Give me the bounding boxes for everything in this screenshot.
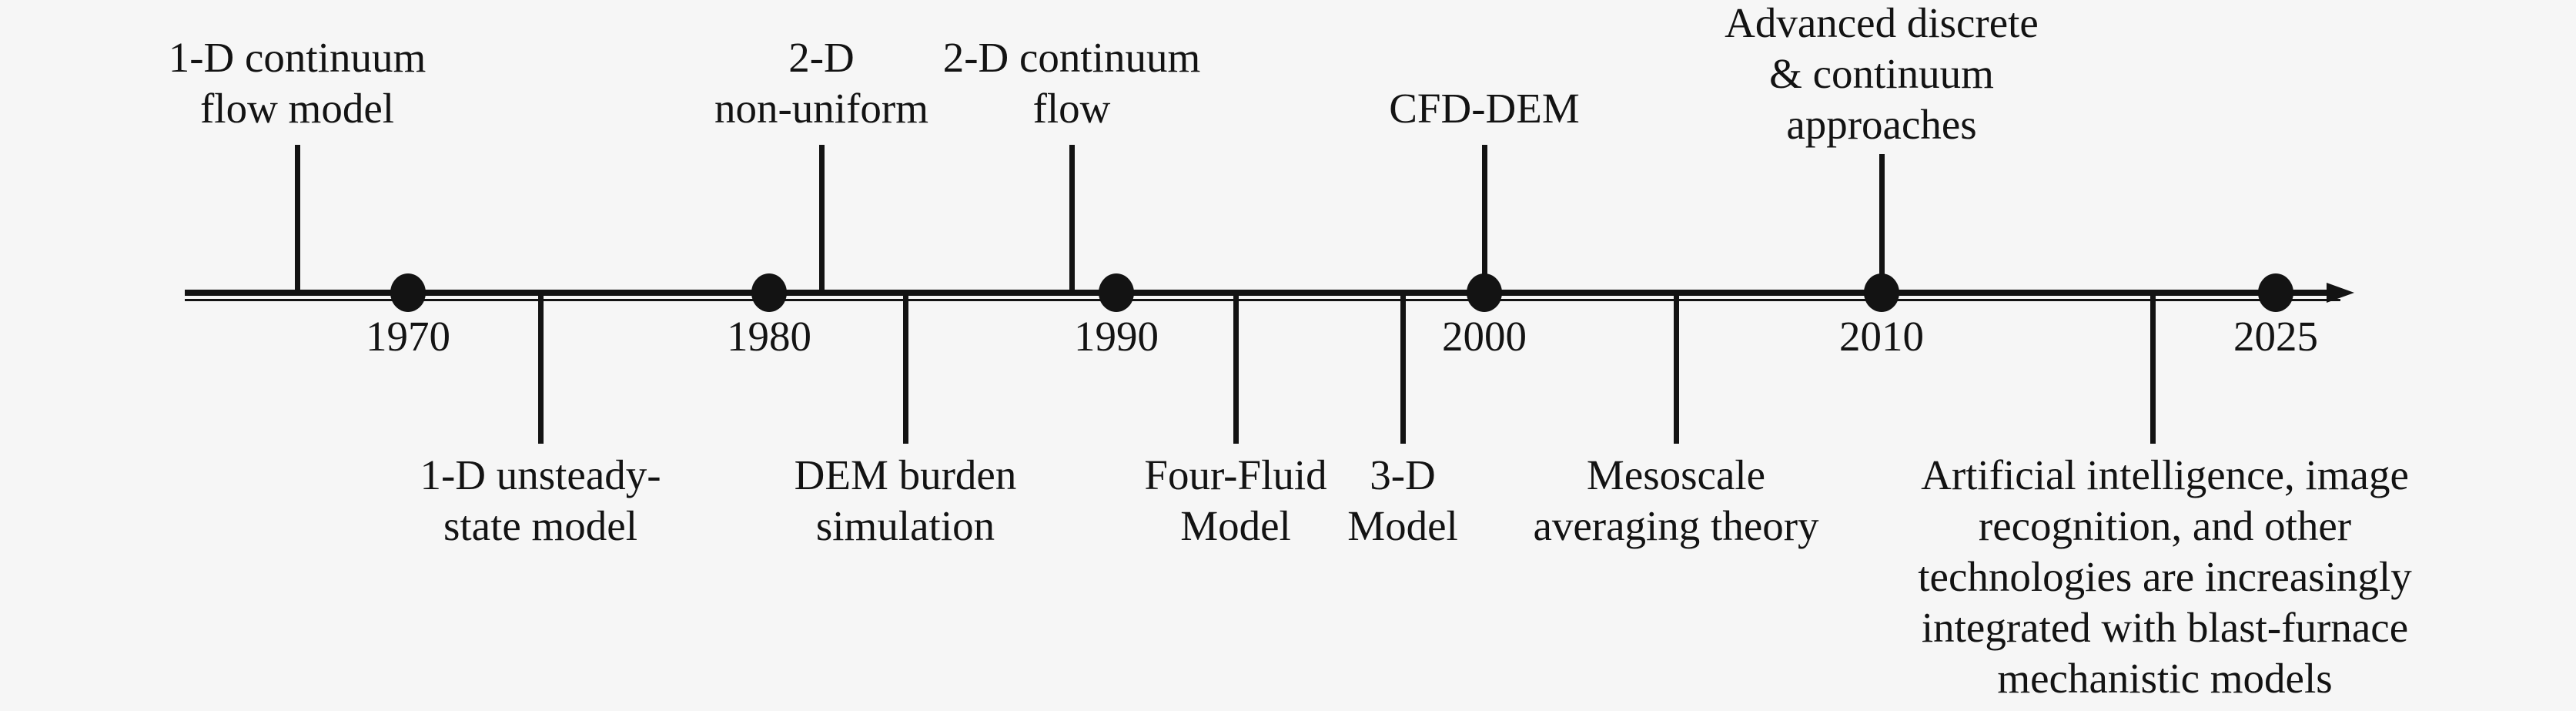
event-label-1d-continuum-flow-model: 1-D continuum flow model (168, 34, 427, 132)
timeline-axis-underline (185, 299, 2340, 301)
year-label-1990: 1990 (1074, 313, 1159, 360)
connector-above-2d-continuum-flow (1069, 145, 1075, 293)
event-label-cfd-dem: CFD-DEM (1389, 85, 1580, 132)
event-label-2d-continuum-flow: 2-D continuum flow (942, 34, 1201, 132)
connector-below-dem-burden (903, 296, 908, 444)
event-label-2d-non-uniform: 2-D non-uniform (714, 34, 928, 132)
connector-above-cfd-dem (1482, 145, 1487, 293)
milestone-dot-1970 (390, 273, 426, 312)
event-label-ai-integration: Artificial intelligence, image recogniti… (1918, 451, 2412, 702)
connector-below-mesoscale (1674, 296, 1679, 444)
milestone-dot-2000 (1467, 273, 1502, 312)
event-label-1d-unsteady-state-model: 1-D unsteady- state model (420, 451, 661, 549)
milestone-dot-1980 (751, 273, 787, 312)
year-label-2000: 2000 (1442, 313, 1527, 360)
connector-below-1d-unsteady (538, 296, 544, 444)
event-label-four-fluid-model: Four-Fluid Model (1144, 451, 1327, 549)
connector-below-four-fluid (1233, 296, 1239, 444)
event-label-advanced-approaches: Advanced discrete & continuum approaches (1725, 0, 2039, 148)
year-label-2025: 2025 (2233, 313, 2318, 360)
year-label-2010: 2010 (1839, 313, 1924, 360)
timeline-axis-line (185, 290, 2333, 296)
milestone-dot-1990 (1099, 273, 1134, 312)
connector-above-2d-non-uniform (819, 145, 825, 293)
event-label-dem-burden-simulation: DEM burden simulation (794, 451, 1017, 549)
axis-arrowhead-icon (2327, 283, 2354, 303)
connector-below-3d-model (1400, 296, 1406, 444)
year-label-1980: 1980 (727, 313, 811, 360)
connector-above-1d-continuum (295, 145, 300, 293)
connector-below-ai-integration (2150, 296, 2156, 444)
connector-above-advanced-approaches (1879, 154, 1885, 293)
event-label-mesoscale-averaging-theory: Mesoscale averaging theory (1533, 451, 1819, 549)
milestone-dot-2025 (2258, 273, 2293, 312)
event-label-3d-model: 3-D Model (1347, 451, 1458, 549)
milestone-dot-2010 (1864, 273, 1899, 312)
year-label-1970: 1970 (366, 313, 450, 360)
